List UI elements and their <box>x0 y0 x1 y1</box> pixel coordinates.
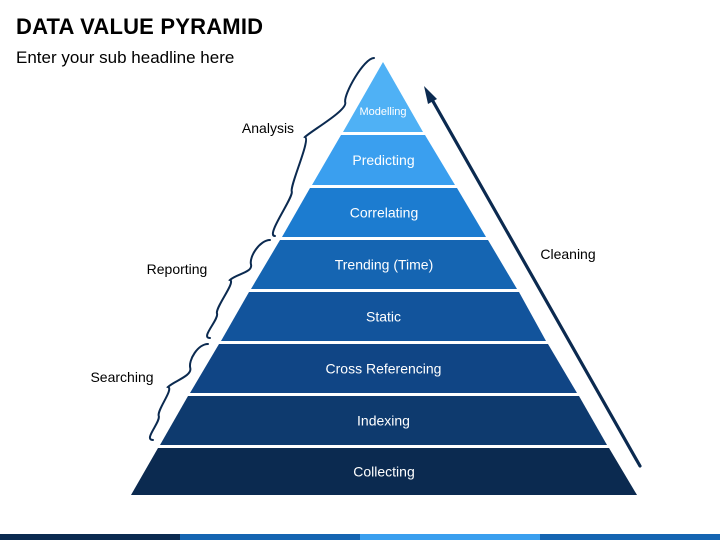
cleaning-label: Cleaning <box>540 246 595 262</box>
pyramid-level-5 <box>221 292 546 341</box>
pyramid-level-label: Static <box>366 309 401 325</box>
pyramid-level-label: Trending (Time) <box>335 257 434 273</box>
pyramid-level-6 <box>190 344 577 393</box>
pyramid-level-3 <box>282 188 486 237</box>
pyramid-level-label: Cross Referencing <box>326 361 442 377</box>
page-title: DATA VALUE PYRAMID <box>16 14 264 39</box>
searching-bracket <box>148 343 209 441</box>
bottom-bar-segment <box>180 534 360 540</box>
pyramid-level-label: Collecting <box>353 464 414 480</box>
bottom-bar-segment <box>0 534 180 540</box>
pyramid-level-7 <box>160 396 607 445</box>
pyramid-level-label: Modelling <box>359 106 406 118</box>
bottom-bar-segment <box>360 534 540 540</box>
pyramid-level-label: Correlating <box>350 205 418 221</box>
cleaning-arrow-head <box>424 86 437 104</box>
group-label-analysis: Analysis <box>242 120 294 136</box>
page-subtitle: Enter your sub headline here <box>16 48 235 67</box>
analysis-bracket <box>272 57 375 237</box>
group-label-reporting: Reporting <box>147 261 208 277</box>
pyramid-level-1 <box>343 62 423 132</box>
pyramid-level-8 <box>131 448 637 495</box>
cleaning-arrow <box>428 94 642 468</box>
reporting-bracket <box>206 239 271 339</box>
pyramid-level-label: Indexing <box>357 413 410 429</box>
bottom-accent-bar <box>0 534 720 540</box>
pyramid-level-label: Predicting <box>352 152 414 168</box>
group-label-searching: Searching <box>90 369 153 385</box>
bottom-bar-segment <box>540 534 720 540</box>
pyramid-level-4 <box>251 240 517 289</box>
pyramid-level-2 <box>312 135 455 185</box>
